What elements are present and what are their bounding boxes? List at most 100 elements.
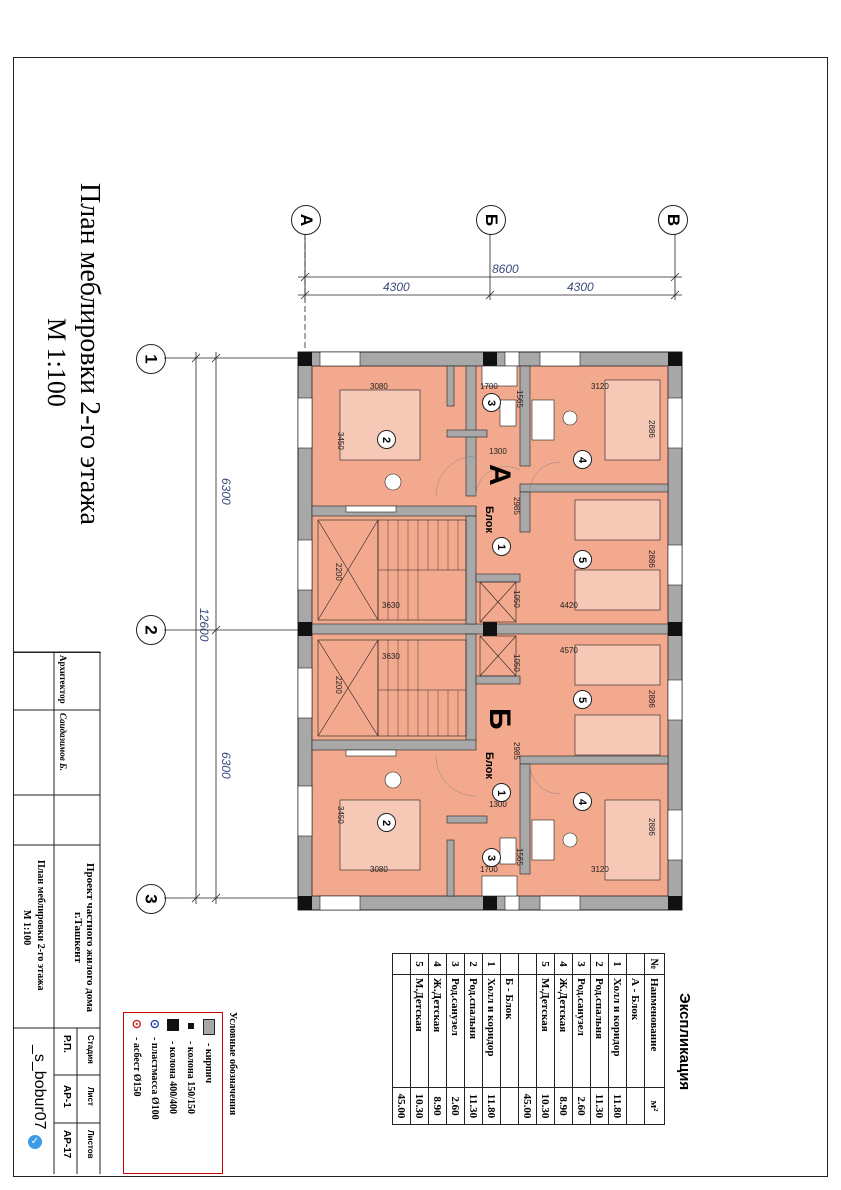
axis-v: В <box>658 205 688 235</box>
legend: Условные обозначения - кирпич - колона 1… <box>123 1012 238 1174</box>
dim-b-2886b: 2886 <box>647 818 656 836</box>
dim-b-1700: 1700 <box>480 865 498 874</box>
dim-b-2886a: 2886 <box>647 690 656 708</box>
dim-a-2985: 2985 <box>512 497 521 515</box>
dim-top-left: 4300 <box>383 280 410 294</box>
dim-a-3630: 3630 <box>382 601 400 610</box>
tb-author-tag: _s_bobur07 <box>31 1045 48 1130</box>
block-a-total: 45.00 <box>518 1087 537 1125</box>
axis-2: 2 <box>136 615 166 645</box>
tb-sheets: АР-17 <box>61 1130 72 1159</box>
column-large-swatch <box>167 1019 179 1031</box>
pipe-plastic-icon: ⊙ <box>148 1019 163 1030</box>
dim-b-1300: 1300 <box>489 800 507 809</box>
dim-b-3120: 3120 <box>591 865 609 874</box>
legend-item: ⊙- пластмасса Ø100 <box>148 1019 163 1120</box>
dim-b-2985: 2985 <box>512 742 521 760</box>
dim-a-3450: 3450 <box>336 432 345 450</box>
axis-3: 3 <box>136 884 166 914</box>
dim-b-2200: 2200 <box>334 676 343 694</box>
dim-top-right: 4300 <box>567 280 594 294</box>
column-small-swatch <box>188 1023 194 1029</box>
room-a-1: 1 <box>492 537 511 556</box>
tb-sheet-label: Лист <box>86 1087 95 1106</box>
room-b-4: 4 <box>573 792 592 811</box>
title-block <box>13 652 101 1175</box>
dim-b-3630: 3630 <box>382 652 400 661</box>
dim-a-3120: 3120 <box>591 382 609 391</box>
dim-b-1565: 1565 <box>515 848 524 866</box>
block-a-title: А - Блок <box>626 974 645 1088</box>
block-b-title: Б - Блок <box>500 974 519 1088</box>
room-a-4: 4 <box>573 450 592 469</box>
tb-sheet-title: План меблировки 2-го этажа <box>35 860 46 991</box>
tb-role: Архитектор <box>58 655 68 704</box>
dim-a-2886a: 2886 <box>647 420 656 438</box>
block-a-label: Блок <box>483 506 495 533</box>
block-b-total: 45.00 <box>392 1087 411 1125</box>
col-area: м² <box>644 1087 665 1125</box>
tb-sheets-label: Листов <box>86 1130 95 1159</box>
dim-a-4420: 4420 <box>560 601 578 610</box>
dim-b-1050: 1050 <box>512 654 521 672</box>
dim-a-1300: 1300 <box>489 447 507 456</box>
legend-item: - колона 400/400 <box>164 1019 182 1167</box>
dim-b-3080: 3080 <box>370 865 388 874</box>
tb-person: Саидазимов Б. <box>58 713 68 771</box>
room-b-1: 1 <box>492 783 511 802</box>
room-b-5: 5 <box>573 690 592 709</box>
room-a-3: 3 <box>482 393 501 412</box>
dim-a-1050: 1050 <box>512 590 521 608</box>
tb-stage-label: Стадия <box>86 1035 95 1064</box>
tb-sheet-scale: М 1:100 <box>21 910 32 946</box>
dim-top-total: 8600 <box>492 262 519 276</box>
pipe-asbestos-icon: ⊙ <box>130 1019 145 1030</box>
dim-b-4570: 4570 <box>560 646 578 655</box>
dim-b-3450: 3450 <box>336 806 345 824</box>
legend-title: Условные обозначения <box>227 1012 238 1116</box>
tb-sheet: АР-1 <box>61 1085 72 1108</box>
legend-item: - колона 150/150 <box>182 1019 200 1167</box>
axis-b: Б <box>476 205 506 235</box>
block-b-letter: Б <box>483 708 516 730</box>
tb-stage: Р.П. <box>61 1035 72 1053</box>
axis-a: А <box>291 205 321 235</box>
sheet-frame <box>13 57 828 1177</box>
legend-item: ⊙- асбест Ø150 <box>130 1019 145 1097</box>
room-b-3: 3 <box>482 848 501 867</box>
tb-project: Проект частного жилого дома г.Ташкент <box>72 862 96 1013</box>
block-a-letter: А <box>483 464 516 486</box>
dim-left-upper: 6300 <box>219 478 233 505</box>
dim-a-1700: 1700 <box>480 382 498 391</box>
axis-1: 1 <box>136 344 166 374</box>
brick-swatch <box>203 1019 215 1035</box>
dim-a-2200: 2200 <box>334 563 343 581</box>
explication: Экспликация № Наименование м² А - Блок 1… <box>392 953 693 1125</box>
block-b-label: Блок <box>483 752 495 779</box>
verified-icon: ✓ <box>28 1135 42 1149</box>
dim-a-1565: 1565 <box>515 390 524 408</box>
dim-left-lower: 6300 <box>219 752 233 779</box>
explication-title: Экспликация <box>676 993 693 1091</box>
col-name: Наименование <box>644 974 665 1088</box>
dim-a-3080: 3080 <box>370 382 388 391</box>
dim-a-2886b: 2886 <box>647 550 656 568</box>
legend-item: - кирпич <box>200 1019 218 1167</box>
room-b-2: 2 <box>377 813 396 832</box>
room-a-5: 5 <box>573 550 592 569</box>
col-no: № <box>644 953 665 975</box>
dim-left-total: 12600 <box>197 608 211 642</box>
room-a-2: 2 <box>377 430 396 449</box>
